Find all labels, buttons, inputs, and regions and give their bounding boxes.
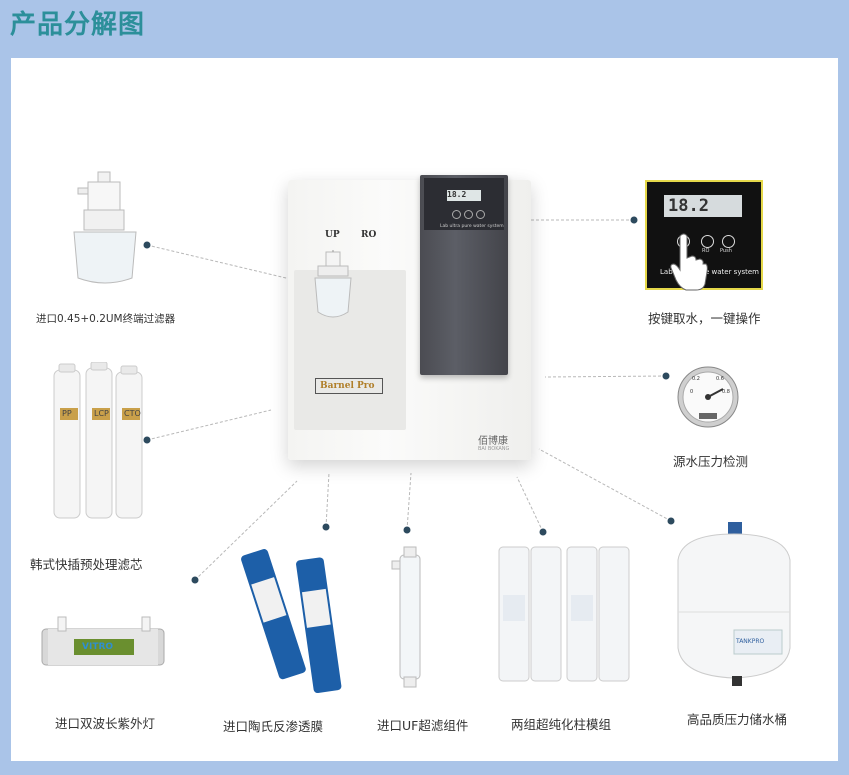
up-label: UP	[325, 230, 340, 240]
pressure-gauge-label: 源水压力检测	[673, 454, 749, 469]
brand-english: BAI BOKANG	[478, 446, 510, 452]
control-lcd: 18.2	[664, 195, 742, 217]
key-dispense-label: 按键取水，一键操作	[648, 311, 761, 326]
control-button-ro	[701, 235, 714, 248]
dispense-filter-icon	[314, 250, 352, 318]
gauge-tick: 0.2	[692, 376, 700, 382]
machine-panel-text: Lab ultra pure water system	[440, 224, 504, 229]
polishing-columns-icon	[498, 546, 630, 682]
cartridge-label-lcp: LCP	[94, 409, 109, 418]
dispense-area	[294, 270, 406, 430]
gauge-tick: 0.6	[716, 376, 724, 382]
storage-tank-icon	[677, 522, 791, 686]
page-title: 产品分解图	[10, 10, 146, 40]
uf-module-icon	[391, 546, 421, 688]
cartridge-label-pp: PP	[62, 409, 72, 418]
ro-membrane-label: 进口陶氏反渗透膜	[223, 719, 324, 734]
connector-dot	[539, 528, 547, 536]
machine-button	[464, 210, 473, 219]
cartridge-label-cto: CTO	[124, 409, 141, 418]
uv-lamp-icon	[41, 616, 165, 666]
connector-dot	[667, 517, 675, 525]
ro-membrane-icon	[241, 549, 342, 694]
machine-button	[452, 210, 461, 219]
machine-panel-face	[424, 178, 504, 230]
machine-lcd: 18.2	[447, 190, 481, 201]
korean-cartridge-label: 韩式快插预处理滤芯	[30, 557, 143, 572]
hand-pointer-icon	[670, 233, 708, 291]
connector-dot	[630, 216, 638, 224]
connector-dot	[322, 523, 330, 531]
gauge-tick: 0	[690, 389, 694, 395]
tank-brand: TANKPRO	[736, 638, 765, 645]
brand-tag: Barnel Pro	[315, 378, 383, 394]
machine-button	[476, 210, 485, 219]
connector-dot	[143, 241, 151, 249]
connector-dot	[662, 372, 670, 380]
connector-dot	[191, 576, 199, 584]
uv-lamp-label: 进口双波长紫外灯	[55, 716, 156, 731]
terminal-filter-label: 进口0.45+0.2UM终端过滤器	[36, 313, 176, 325]
pretreatment-cartridges-icon	[53, 362, 143, 519]
storage-tank-label: 高品质压力储水桶	[687, 712, 788, 727]
polishing-columns-label: 两组超纯化柱模组	[511, 717, 612, 732]
uf-module-label: 进口UF超滤组件	[377, 718, 469, 733]
uv-lamp-brand: VITRO	[82, 642, 114, 652]
connector-dot	[143, 436, 151, 444]
connector-dot	[403, 526, 411, 534]
control-model-text: Lab ultra pure water system	[660, 268, 759, 276]
gauge-tick: 0.8	[722, 389, 730, 395]
control-button-push	[722, 235, 735, 248]
ro-label: RO	[361, 230, 377, 240]
push-button-label: Push	[720, 248, 732, 254]
ro-button-label: RO	[702, 248, 710, 254]
brand-chinese: 佰博康	[478, 436, 508, 447]
terminal-filter-icon	[73, 171, 137, 284]
pressure-gauge-icon	[677, 366, 739, 428]
